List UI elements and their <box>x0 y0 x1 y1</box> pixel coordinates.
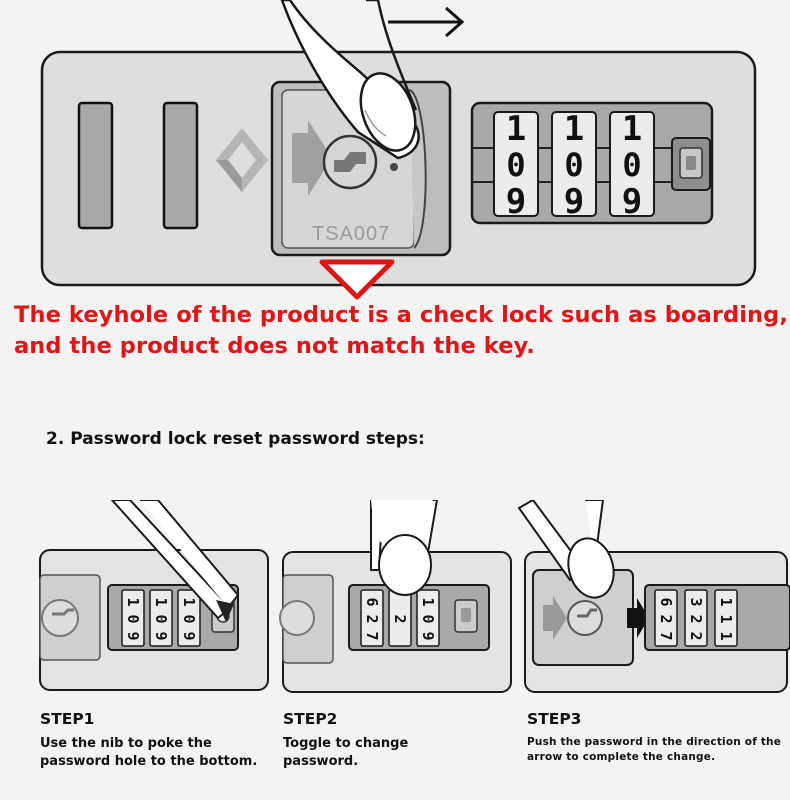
step1-illustration: 1 0 9 1 0 9 1 0 9 <box>39 500 269 691</box>
small-dial-digit: 0 <box>124 614 142 623</box>
dial-digit: 0 <box>622 146 641 184</box>
step1-title: STEP1 <box>40 710 95 728</box>
small-dial-digit: 1 <box>717 631 735 640</box>
small-dial-digit: 3 <box>687 597 705 606</box>
small-dial-digit: 6 <box>363 597 381 606</box>
small-dial-digit: 7 <box>657 631 675 640</box>
finger-toggling-icon <box>370 500 439 596</box>
small-dial-digit: 1 <box>717 614 735 623</box>
keyhole-warning: The keyhole of the product is a check lo… <box>14 300 789 362</box>
small-dial-wheel <box>177 589 201 647</box>
reset-steps-heading: 2. Password lock reset password steps: <box>46 429 425 449</box>
step2-title: STEP2 <box>283 710 338 728</box>
dial-wheel <box>609 111 655 217</box>
small-dial-digit: 9 <box>180 631 198 640</box>
pen-nib-icon <box>110 500 240 622</box>
dial-digit: 1 <box>506 109 526 149</box>
step3-desc-line-2: arrow to complete the change. <box>527 750 716 763</box>
dial-digit: 9 <box>622 182 642 222</box>
step3-title: STEP3 <box>527 710 582 728</box>
small-dial-wheel <box>360 589 384 647</box>
dial-wheel <box>493 111 539 217</box>
red-indicator-triangle-icon <box>319 259 395 300</box>
small-dial-wheel <box>149 589 173 647</box>
slide-direction-arrow-icon <box>388 6 465 38</box>
slot-left <box>77 101 114 230</box>
small-dial-digit: 2 <box>687 631 705 640</box>
reset-button-icon <box>671 137 711 191</box>
small-dial-digit: 2 <box>657 614 675 623</box>
step1-desc-line-2: password hole to the bottom. <box>40 754 258 769</box>
dial-digit: 1 <box>622 109 642 149</box>
small-dial-digit: 1 <box>419 597 437 606</box>
small-dial-digit: 9 <box>152 631 170 640</box>
step1-description: Use the nib to poke the password hole to… <box>40 735 257 771</box>
step3-dial-wheels: 6 2 7 3 2 2 1 1 1 <box>654 589 738 647</box>
dial-digit: 9 <box>564 182 584 222</box>
small-dial-digit: 1 <box>152 597 170 606</box>
step1-desc-line-1: Use the nib to poke the <box>40 736 212 751</box>
small-dial-digit: 1 <box>180 597 198 606</box>
warning-line-2: and the product does not match the key. <box>14 333 535 359</box>
step1-dial-wheels: 1 0 9 1 0 9 1 0 9 <box>121 589 201 647</box>
small-dial-digit: 6 <box>657 597 675 606</box>
small-dial-digit: 1 <box>717 597 735 606</box>
dial-digit: 1 <box>564 109 584 149</box>
step2-desc-line-2: password. <box>283 754 359 769</box>
step3-description: Push the password in the direction of th… <box>527 735 781 764</box>
step2-illustration: 6 2 7 2 1 0 9 <box>279 500 512 693</box>
finger-pressing-icon <box>280 0 420 160</box>
small-dial-digit: 2 <box>391 614 409 623</box>
dial-digit: 0 <box>564 146 583 184</box>
slot-right <box>162 101 199 230</box>
small-dial-digit: 2 <box>687 614 705 623</box>
small-dial-wheel <box>684 589 708 647</box>
small-dial-digit: 0 <box>152 614 170 623</box>
push-direction-arrow-icon <box>627 598 649 638</box>
small-dial-digit: 9 <box>124 631 142 640</box>
small-dial-digit: 1 <box>124 597 142 606</box>
step2-description: Toggle to change password. <box>283 735 408 771</box>
step3-illustration: 6 2 7 3 2 2 1 1 1 <box>517 500 790 693</box>
step2-dial-wheels: 6 2 7 2 1 0 9 <box>360 589 440 647</box>
plate-arrow-icon <box>292 120 332 196</box>
dial-digit: 9 <box>506 182 526 222</box>
dial-wheel <box>551 111 597 217</box>
small-dial-digit: 0 <box>419 614 437 623</box>
small-dial-wheel <box>714 589 738 647</box>
small-dial-wheel <box>416 589 440 647</box>
tsa-keyhole-plate: TSA007 <box>270 80 452 257</box>
small-dial-digit: 9 <box>419 631 437 640</box>
small-dial-wheel <box>121 589 145 647</box>
finger-pushing-icon <box>517 500 615 599</box>
step3-desc-line-1: Push the password in the direction of th… <box>527 736 782 748</box>
small-dial-digit: 2 <box>363 614 381 623</box>
tsa-model-label: TSA007 <box>312 223 390 245</box>
small-dial-wheel <box>654 589 678 647</box>
dial-digit: 0 <box>506 146 525 184</box>
tsa-diamond-logo-icon <box>216 128 268 192</box>
step2-desc-line-1: Toggle to change <box>283 736 409 751</box>
small-dial-digit: 7 <box>363 631 381 640</box>
warning-line-1: The keyhole of the product is a check lo… <box>14 302 789 328</box>
small-dial-digit: 0 <box>180 614 198 623</box>
